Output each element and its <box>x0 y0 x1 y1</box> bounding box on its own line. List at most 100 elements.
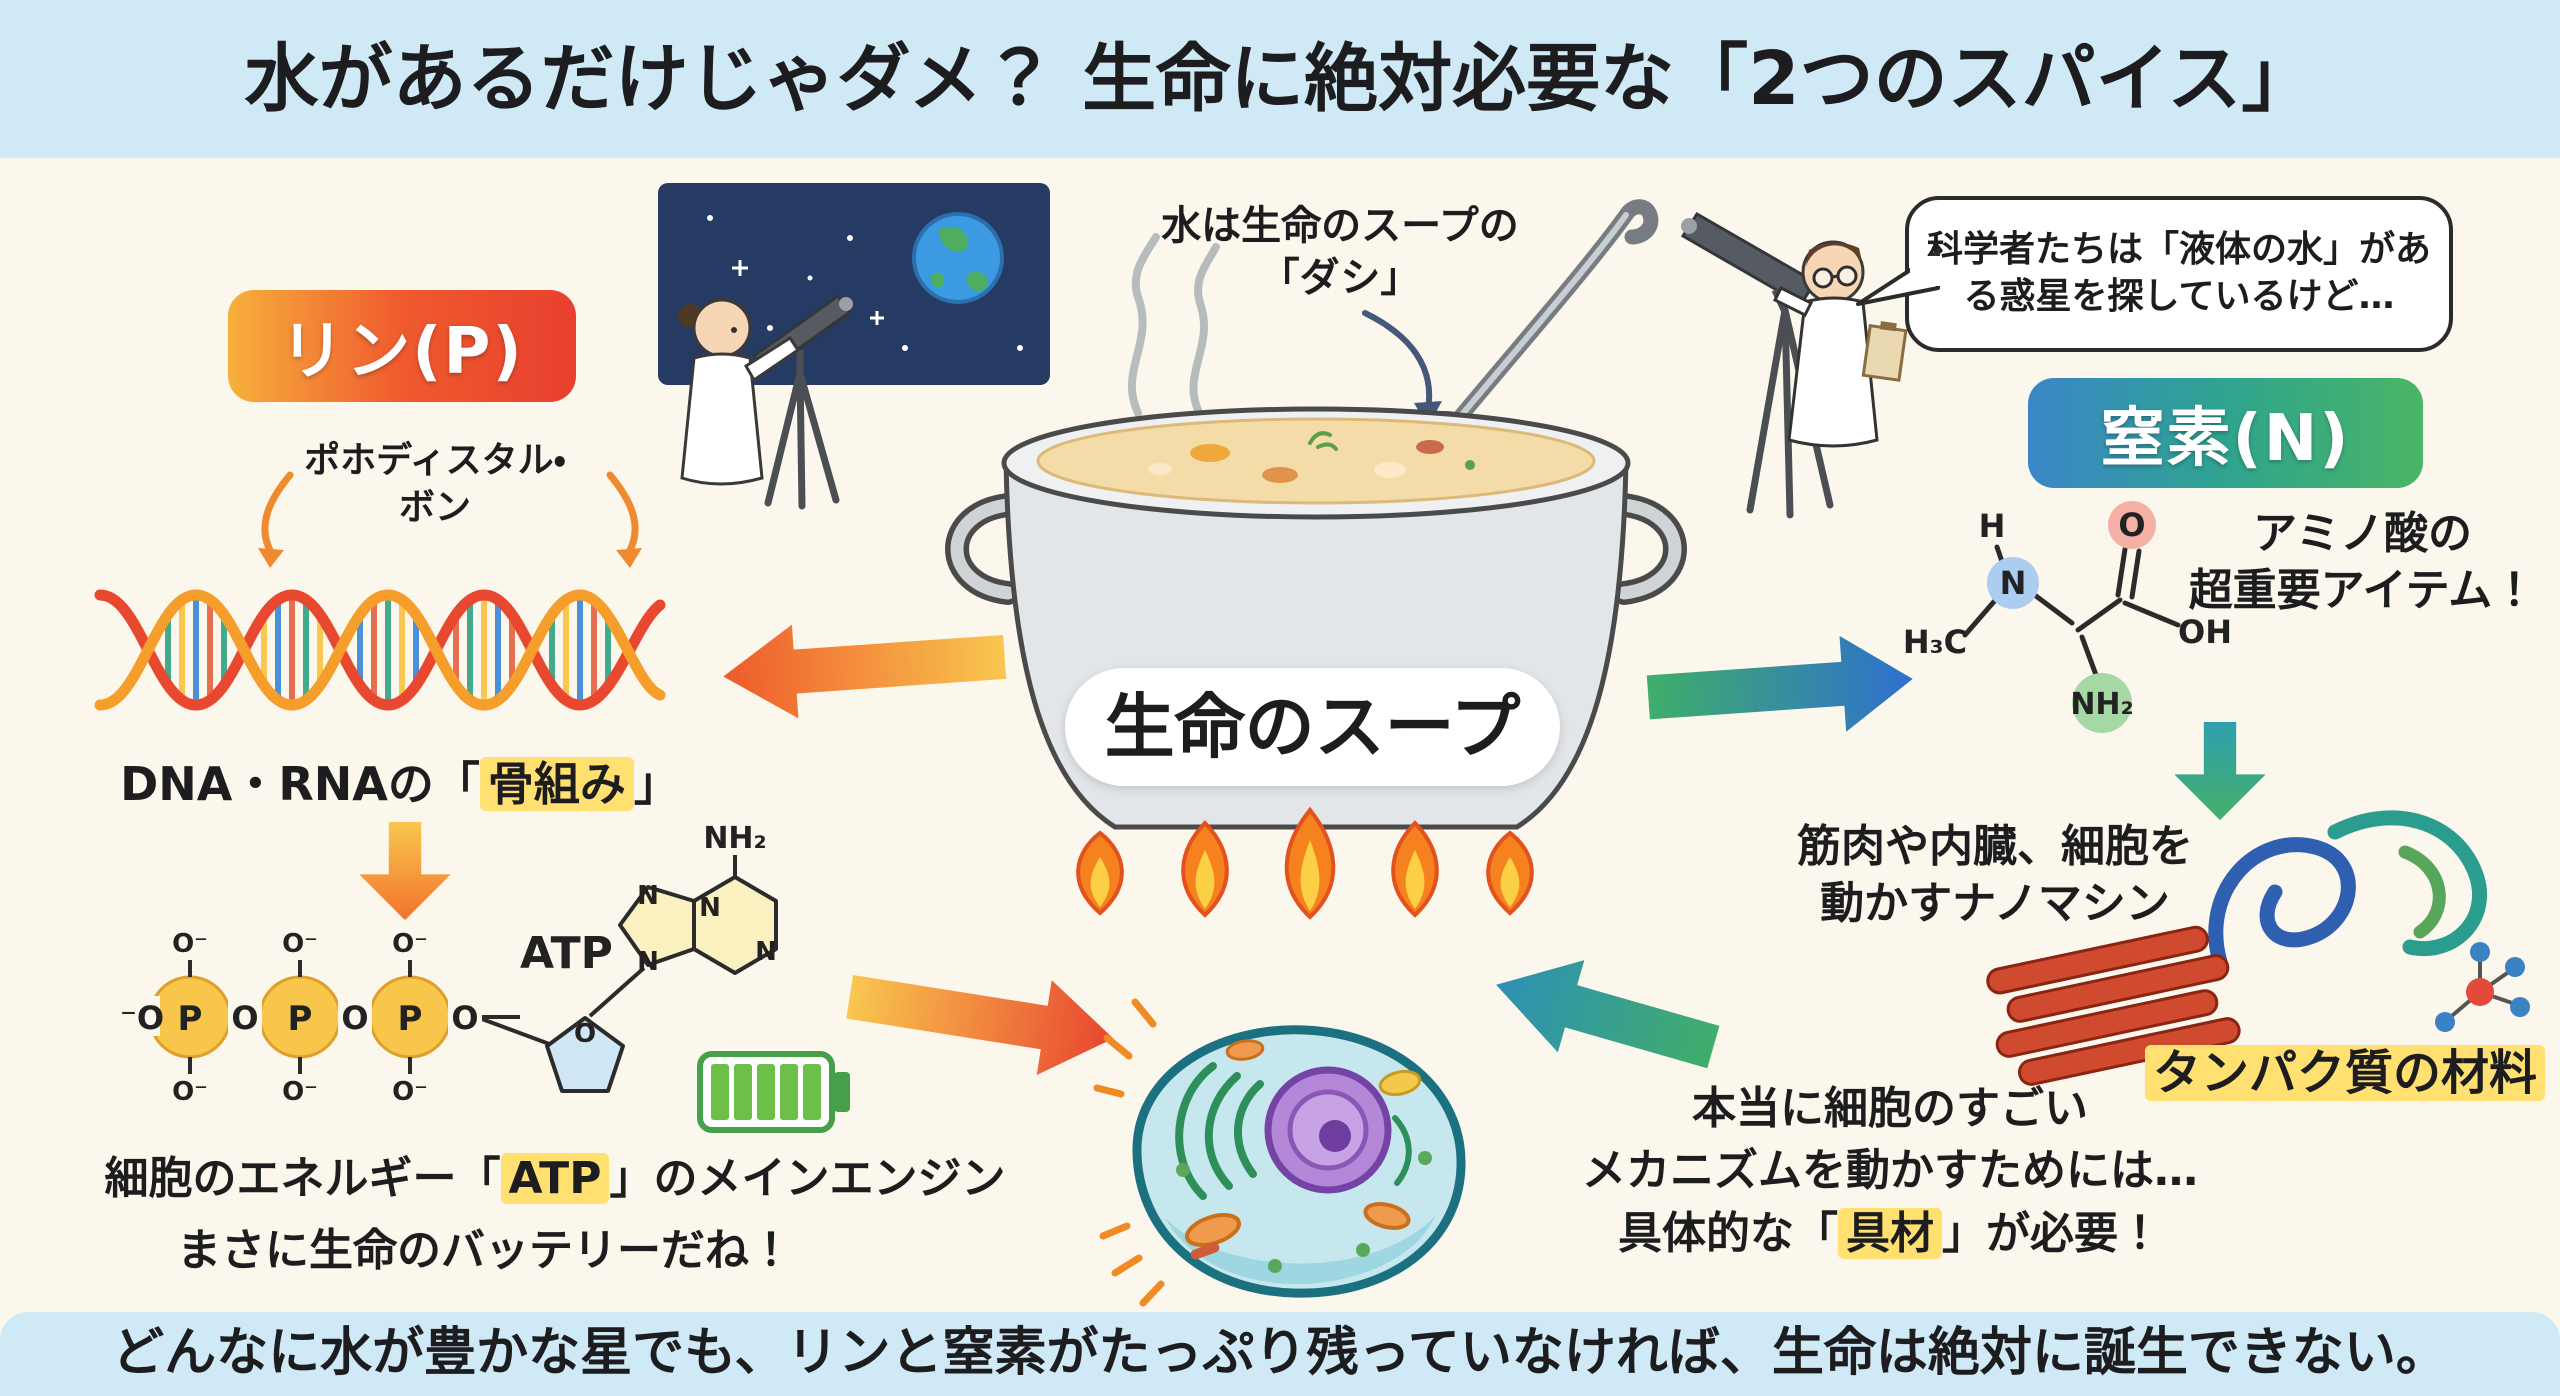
cell-note-line3-highlight: 具材 <box>1838 1207 1942 1259</box>
chem-p: P <box>288 999 313 1039</box>
chem-o: O <box>231 999 258 1037</box>
down-arrow-amino-to-protein-icon <box>2174 722 2266 821</box>
bubble-line2: る惑星を探しているけど… <box>1963 276 2395 317</box>
chem-o-minus: O⁻ <box>282 929 318 959</box>
muscle-caption-line1: 筋肉や内臓、細胞を <box>1797 821 2193 872</box>
scientist-figure <box>1772 240 1908 448</box>
chem-nh2: NH₂ <box>2070 687 2133 722</box>
battery-icon <box>697 1051 850 1133</box>
amino-caption: アミノ酸の 超重要アイテム！ <box>2165 505 2560 619</box>
pot-label-plate: 生命のスープ <box>1065 668 1560 786</box>
chem-oh: OH <box>2178 613 2232 651</box>
down-arrow-dna-to-atp-icon <box>359 822 451 921</box>
atp-label: ATP <box>520 928 613 979</box>
chem-nh2: NH₂ <box>703 821 766 856</box>
scientist-speech-bubble: 科学者たちは「液体の水」があ る惑星を探しているけど… <box>1905 196 2453 352</box>
bond-pointer-arrows-icon <box>258 471 642 568</box>
bond-label: ポホディスタル・ ボン <box>160 438 710 532</box>
sparkles-icon <box>1093 998 1165 1307</box>
bottom-banner: どんなに水が豊かな星でも、リンと窒素がたっぷり残っていなければ、生命は絶対に誕生… <box>0 1312 2560 1396</box>
cell-note-line3-post: 」が必要！ <box>1942 1207 2162 1259</box>
dashi-note-line2: 「ダシ」 <box>1259 255 1421 301</box>
earth-icon <box>912 212 1004 304</box>
chem-n: N <box>755 937 777 967</box>
chem-o-minus: O⁻ <box>392 929 428 959</box>
dna-caption-highlight: 骨組み <box>479 757 634 811</box>
cell-note: 本当に細胞のすごい メカニズムを動かすためには… 具体的な「具材」が必要！ <box>1550 1078 2230 1265</box>
night-sky-panel <box>658 183 1050 385</box>
protein-caption: タンパク質の材料 <box>2130 1042 2560 1104</box>
atp-molecule-icon: ⁻O P P P O O O O⁻ O⁻ O⁻ O⁻ O⁻ O⁻ ATP NH₂… <box>120 821 850 1133</box>
girl-astronomer-icon <box>658 183 1050 510</box>
small-molecule-icon <box>2435 942 2530 1032</box>
muscle-caption: 筋肉や内臓、細胞を 動かすナノマシン <box>1770 818 2220 932</box>
o-atom-circle <box>2108 501 2156 549</box>
page-title: 水があるだけじゃダメ？ 生命に絶対必要な「2つのスパイス」 <box>244 35 2316 122</box>
phosphorus-badge: リン(P) <box>228 290 576 402</box>
bubble-line1: 科学者たちは「液体の水」があ <box>1926 229 2431 271</box>
bond-label-line1: ポホディスタル・ <box>304 440 566 481</box>
chem-p: P <box>178 999 203 1039</box>
amino-caption-line1: アミノ酸の <box>2252 508 2473 559</box>
soup-pot-icon <box>945 199 1687 920</box>
n-atom-circle <box>1987 557 2039 609</box>
chem-h3c: H₃C <box>1903 623 1967 661</box>
amino-caption-line2: 超重要アイテム！ <box>2188 565 2537 617</box>
protein-ribbon-icon <box>2208 810 2530 1032</box>
chem-n: N <box>637 947 659 977</box>
dna-helix-icon <box>94 589 666 711</box>
footer-text: どんなに水が豊かな星でも、リンと窒素がたっぷり残っていなければ、生命は絶対に誕生… <box>112 1323 2448 1384</box>
muscle-fibers-icon <box>1986 925 2241 1086</box>
bond-label-line2: ボン <box>398 486 471 528</box>
top-banner: 水があるだけじゃダメ？ 生命に絶対必要な「2つのスパイス」 <box>0 0 2560 158</box>
steam-icon <box>1127 233 1220 417</box>
chem-p: P <box>398 999 423 1039</box>
arrow-pot-to-phosphorus-icon <box>723 624 1007 719</box>
cell-note-line1: 本当に細胞のすごい <box>1692 1083 2088 1134</box>
dna-rungs <box>165 597 611 703</box>
energy-caption-highlight: ATP <box>500 1153 610 1204</box>
nucleus <box>1264 1066 1392 1194</box>
cell-note-line3-pre: 具体的な「 <box>1618 1207 1838 1259</box>
chem-n: N <box>637 881 659 911</box>
chem-o: O <box>451 999 478 1037</box>
protein-caption-text: タンパク質の材料 <box>2144 1045 2545 1101</box>
endoplasmic-reticulum <box>1175 1062 1412 1200</box>
speech-bubble-tail-icon <box>1856 250 1942 306</box>
dashi-note-line1: 水は生命のスープの <box>1161 203 1519 249</box>
battery-caption: まさに生命のバッテリーだね！ <box>177 1225 793 1276</box>
ribose-sugar: O <box>545 1016 625 1093</box>
scientist-icon <box>1680 211 1908 519</box>
girl-figure <box>678 297 801 486</box>
pot-label: 生命のスープ <box>1104 685 1521 768</box>
chem-n: N <box>2000 564 2027 602</box>
chem-o-minus: O⁻ <box>392 1077 428 1107</box>
cell-icon <box>1093 998 1466 1307</box>
arrow-atp-to-cell-icon <box>846 974 1114 1075</box>
cell-note-line3: 具体的な「具材」が必要！ <box>1550 1203 2230 1265</box>
energy-caption: 細胞のエネルギー「ATP」のメインエンジン <box>80 1150 1030 1207</box>
cell-note-line2: メカニズムを動かすためには… <box>1582 1145 2198 1197</box>
dashi-note: 水は生命のスープの 「ダシ」 <box>1110 200 1570 304</box>
chem-o-minus: O⁻ <box>282 1077 318 1107</box>
dna-strand-a <box>94 589 666 711</box>
chem-o: O <box>341 999 368 1037</box>
dna-caption-post: 」 <box>633 757 680 811</box>
energy-caption-pre: 細胞のエネルギー「 <box>104 1153 501 1204</box>
arrow-protein-to-cell-icon <box>1496 960 1720 1069</box>
chem-o-minus: O⁻ <box>172 1077 208 1107</box>
dna-caption: DNA・RNAの「骨組み」 <box>60 755 740 815</box>
flames-icon <box>1076 806 1534 920</box>
chem-n: N <box>699 893 721 923</box>
dna-caption-pre: DNA・RNAの「 <box>120 757 480 811</box>
energy-caption-post: 」のメインエンジン <box>609 1153 1006 1204</box>
dna-strand-b <box>94 589 666 711</box>
nitrogen-badge: 窒素(N) <box>2028 378 2423 488</box>
adenine-ring: NH₂ N N N N <box>588 821 778 1018</box>
arrow-pot-to-nitrogen-icon <box>1646 635 1913 732</box>
chem-o-minus: O⁻ <box>172 929 208 959</box>
amino-acid-structure-icon: H N H₃C O OH NH₂ <box>1903 501 2232 733</box>
organelles <box>1176 1039 1432 1273</box>
chem-h: H <box>1979 507 2006 545</box>
